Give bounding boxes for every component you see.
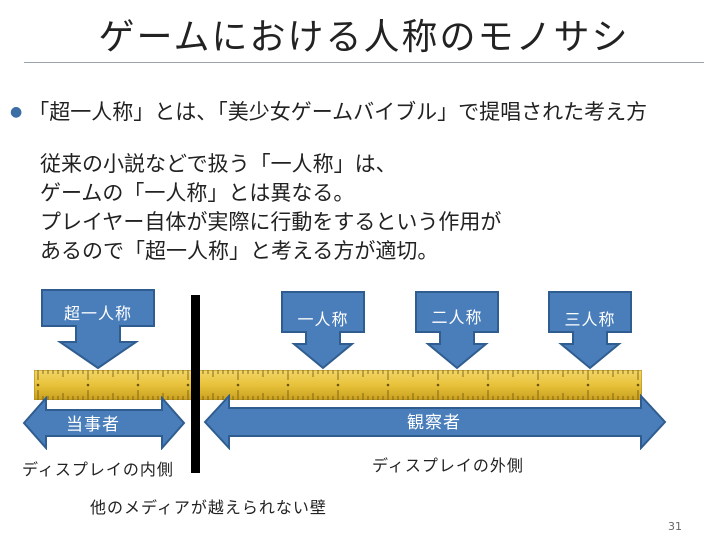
ruler-dot: [36, 383, 40, 387]
ruler-scale: [34, 370, 642, 400]
callout-arrow-shape: [281, 291, 365, 370]
label-outside-display: ディスプレイの外側: [372, 456, 524, 475]
ruler-dot: [536, 383, 540, 387]
ruler-dot: [386, 383, 390, 387]
arrow-label-participant: 当事者: [66, 415, 120, 435]
double-arrow-shape: [22, 395, 186, 451]
page-number: 31: [668, 520, 682, 533]
ruler-dot: [586, 383, 590, 387]
callout-third-person: 三人称: [547, 290, 633, 370]
callout-label-first-person: 一人称: [297, 310, 349, 329]
callout-super-first-person: 超一人称: [40, 288, 156, 370]
callout-arrow-shape: [415, 291, 499, 370]
arrow-observer: 観察者: [203, 393, 667, 451]
ruler-dot: [486, 383, 490, 387]
ruler-dot: [86, 383, 90, 387]
ruler-dot: [186, 383, 190, 387]
ruler-ticks: [36, 370, 640, 400]
ruler-dot: [286, 383, 290, 387]
ruler-dot: [636, 383, 640, 387]
bullet-text: 「超一人称」とは、「美少女ゲームバイブル」で提唱された考え方: [28, 100, 648, 124]
body-line-2: ゲームの「一人称」とは異なる。: [40, 181, 355, 205]
body-text: 従来の小説などで扱う「一人称」は、 ゲームの「一人称」とは異なる。 プレイヤー自…: [40, 150, 680, 266]
ruler-dot: [436, 383, 440, 387]
arrow-participant: 当事者: [22, 395, 186, 451]
callout-first-person: 一人称: [280, 290, 366, 370]
title-rule: [24, 62, 704, 63]
ruler-dot: [136, 383, 140, 387]
label-inside-display: ディスプレイの内側: [22, 460, 174, 479]
callout-label-third-person: 三人称: [564, 310, 616, 329]
ruler-dot: [236, 383, 240, 387]
label-wall: 他のメディアが越えられない壁: [90, 498, 327, 517]
arrow-label-observer: 観察者: [407, 413, 461, 433]
body-line-1: 従来の小説などで扱う「一人称」は、: [40, 152, 397, 176]
wall-bar: [191, 295, 200, 473]
callout-arrow-shape: [41, 289, 155, 370]
callout-second-person: 二人称: [414, 290, 500, 370]
slide-title: ゲームにおける人称のモノサシ: [98, 17, 630, 58]
double-arrow-shape: [203, 393, 667, 451]
callout-label-second-person: 二人称: [431, 308, 483, 327]
bullet-line: ● 「超一人称」とは、「美少女ゲームバイブル」で提唱された考え方: [10, 96, 728, 126]
bullet-dot: ●: [10, 104, 23, 120]
body-line-3: プレイヤー自体が実際に行動をするという作用が: [40, 210, 502, 234]
callout-label-super-first-person: 超一人称: [63, 304, 132, 323]
ruler-dot: [336, 383, 340, 387]
body-line-4: あるので「超一人称」と考える方が適切。: [40, 239, 439, 263]
callout-arrow-shape: [548, 291, 632, 370]
